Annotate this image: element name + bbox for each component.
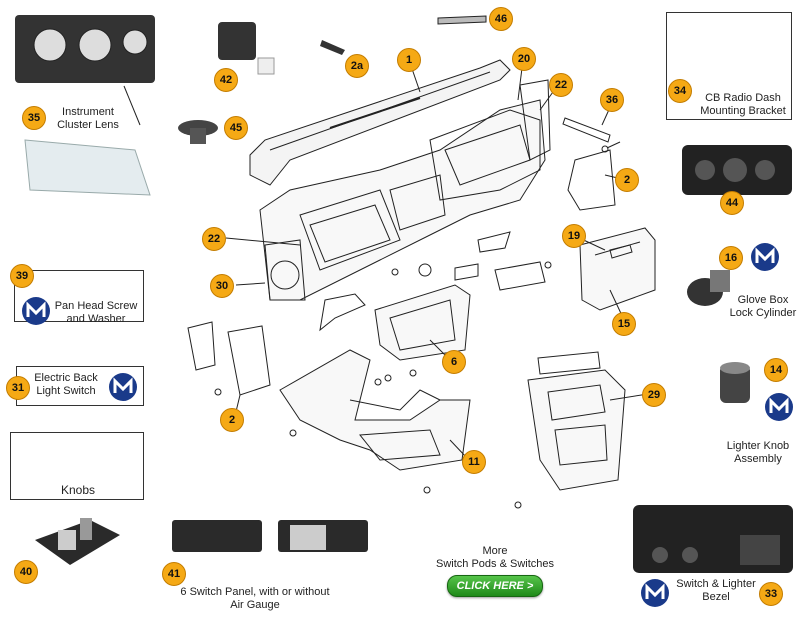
electric-back-light-switch-label[interactable]: Electric Back Light Switch bbox=[30, 372, 102, 398]
label-line: Glove Box bbox=[737, 294, 789, 306]
callout-6[interactable]: 6 bbox=[442, 350, 466, 374]
label-line: Light Switch bbox=[36, 385, 96, 397]
mopar-logo-icon bbox=[641, 579, 669, 607]
callout-41[interactable]: 41 bbox=[162, 562, 186, 586]
callout-29[interactable]: 29 bbox=[642, 383, 666, 407]
callout-42[interactable]: 42 bbox=[214, 68, 238, 92]
callout-46[interactable]: 46 bbox=[489, 7, 513, 31]
mopar-logo-icon bbox=[22, 297, 50, 325]
label-line: Air Gauge bbox=[230, 599, 280, 611]
callout-40[interactable]: 40 bbox=[14, 560, 38, 584]
label-line: Mounting Bracket bbox=[700, 105, 786, 117]
callout-20[interactable]: 20 bbox=[512, 47, 536, 71]
label-line: and Washer bbox=[66, 313, 126, 325]
label-line: Instrument bbox=[62, 106, 114, 118]
label-line: Pan Head Screw bbox=[54, 300, 138, 312]
mopar-logo-icon bbox=[751, 243, 779, 271]
callout-14[interactable]: 14 bbox=[764, 358, 788, 382]
callout-30[interactable]: 30 bbox=[210, 274, 234, 298]
mopar-logo-icon bbox=[765, 393, 793, 421]
label-line: Switch & Lighter bbox=[676, 578, 756, 590]
knobs-box bbox=[10, 432, 144, 500]
knobs-label[interactable]: Knobs bbox=[60, 483, 96, 497]
callout-33[interactable]: 33 bbox=[759, 582, 783, 606]
lighter-knob-label[interactable]: Lighter Knob Assembly bbox=[718, 440, 798, 466]
callout-1[interactable]: 1 bbox=[397, 48, 421, 72]
callout-39[interactable]: 39 bbox=[10, 264, 34, 288]
callout-22-left[interactable]: 22 bbox=[202, 227, 226, 251]
callout-19[interactable]: 19 bbox=[562, 224, 586, 248]
label-line: More bbox=[482, 545, 508, 557]
switch-lighter-bezel-label[interactable]: Switch & Lighter Bezel bbox=[670, 578, 762, 604]
callout-31[interactable]: 31 bbox=[6, 376, 30, 400]
callout-35[interactable]: 35 bbox=[22, 106, 46, 130]
callout-44[interactable]: 44 bbox=[720, 191, 744, 215]
pan-head-screw-label[interactable]: Pan Head Screw and Washer bbox=[50, 300, 142, 326]
callout-45[interactable]: 45 bbox=[224, 116, 248, 140]
callout-2a[interactable]: 2a bbox=[345, 54, 369, 78]
switch-panel-label[interactable]: 6 Switch Panel, with or without Air Gaug… bbox=[160, 586, 350, 612]
label-line: Switch Pods & Switches bbox=[436, 558, 554, 570]
label-line: Lighter Knob bbox=[726, 440, 790, 452]
callout-34[interactable]: 34 bbox=[668, 79, 692, 103]
label-line: Bezel bbox=[702, 591, 730, 603]
label-line: Cluster Lens bbox=[57, 119, 119, 131]
callout-22-top[interactable]: 22 bbox=[549, 73, 573, 97]
callout-15[interactable]: 15 bbox=[612, 312, 636, 336]
instrument-cluster-label[interactable]: Instrument Cluster Lens bbox=[48, 106, 128, 132]
click-here-button[interactable]: CLICK HERE > bbox=[447, 575, 543, 597]
label-line: Assembly bbox=[734, 453, 782, 465]
callout-16[interactable]: 16 bbox=[719, 246, 743, 270]
label-line: Electric Back bbox=[34, 372, 98, 384]
callout-2-left[interactable]: 2 bbox=[220, 408, 244, 432]
callout-11[interactable]: 11 bbox=[462, 450, 486, 474]
cb-bracket-label[interactable]: CB Radio Dash Mounting Bracket bbox=[693, 92, 793, 118]
label-line: 6 Switch Panel, with or without bbox=[180, 586, 330, 598]
label-line: CB Radio Dash bbox=[705, 92, 781, 104]
more-switches-label: More Switch Pods & Switches bbox=[420, 545, 570, 571]
callout-2-right[interactable]: 2 bbox=[615, 168, 639, 192]
label-line: Lock Cylinder bbox=[729, 307, 797, 319]
glove-box-lock-label[interactable]: Glove Box Lock Cylinder bbox=[728, 294, 798, 320]
mopar-logo-icon bbox=[109, 373, 137, 401]
callout-36[interactable]: 36 bbox=[600, 88, 624, 112]
cb-bracket-box bbox=[666, 12, 792, 120]
